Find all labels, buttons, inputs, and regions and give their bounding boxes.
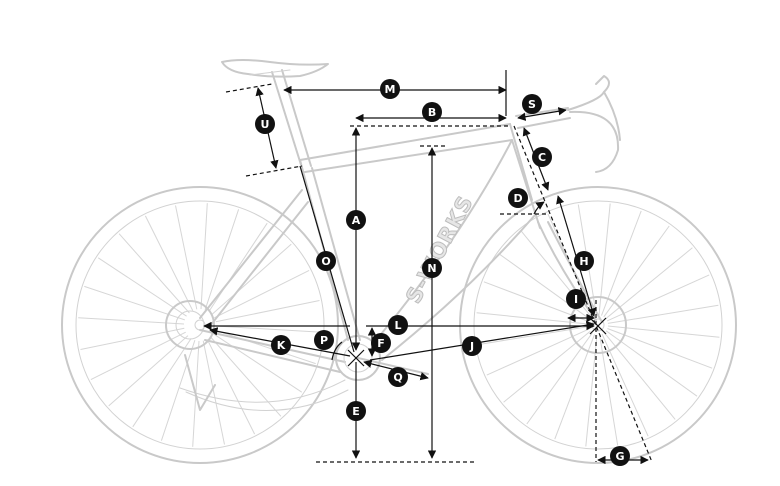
- svg-text:D: D: [513, 192, 522, 205]
- wheel-spoke: [603, 225, 670, 318]
- label-N: N: [422, 258, 442, 278]
- label-E: E: [346, 401, 366, 421]
- bike-drawing: S-WORKS: [61, 59, 737, 464]
- label-C: C: [532, 147, 552, 167]
- wheel-spoke: [526, 332, 593, 425]
- brake-hood: [567, 75, 610, 111]
- wheel-spoke: [213, 333, 303, 393]
- label-K: K: [271, 335, 291, 355]
- front-disc-rotor: [569, 296, 627, 354]
- wheel-spoke: [206, 339, 256, 435]
- wheel-spoke: [204, 209, 240, 310]
- svg-text:M: M: [385, 83, 396, 96]
- wheel-spoke: [160, 340, 196, 441]
- wheel-spoke: [603, 332, 676, 420]
- cockpit: [515, 75, 621, 173]
- label-J: J: [462, 336, 482, 356]
- wheel-spoke: [175, 205, 198, 310]
- wheel-spoke: [215, 329, 316, 365]
- saddle: [221, 59, 329, 78]
- svg-text:H: H: [579, 255, 588, 268]
- wheel-spoke: [78, 317, 185, 325]
- svg-text:U: U: [261, 118, 270, 131]
- wheel-spoke: [202, 340, 225, 445]
- svg-text:N: N: [427, 262, 436, 275]
- label-Q: Q: [388, 367, 408, 387]
- label-F: F: [371, 333, 391, 353]
- wheel-spoke: [90, 331, 186, 381]
- svg-text:B: B: [428, 106, 436, 119]
- wheel-spoke: [97, 257, 187, 317]
- wheel-spoke: [208, 222, 268, 312]
- label-O: O: [316, 251, 336, 271]
- wheel-spoke: [210, 336, 282, 417]
- svg-text:L: L: [394, 319, 401, 332]
- rear-derailleur: [184, 354, 216, 411]
- wheel-spoke: [605, 330, 698, 397]
- svg-text:Q: Q: [393, 371, 402, 384]
- wheel-spoke: [214, 269, 310, 319]
- wheel-spoke: [215, 325, 322, 333]
- label-G: G: [610, 446, 630, 466]
- svg-text:A: A: [352, 214, 361, 227]
- svg-text:G: G: [615, 450, 624, 463]
- svg-text:C: C: [538, 151, 546, 164]
- wheel-spoke: [132, 338, 192, 428]
- svg-text:S: S: [528, 98, 536, 111]
- wheel-spoke: [144, 215, 194, 311]
- wheel-spoke: [601, 333, 649, 437]
- label-I: I: [566, 289, 586, 309]
- wheel-spoke: [108, 335, 189, 407]
- label-B: B: [422, 102, 442, 122]
- front-wheel: [459, 186, 737, 464]
- handlebar-drop: [569, 110, 620, 173]
- rear-wheel: [61, 186, 339, 464]
- svg-text:I: I: [574, 293, 578, 306]
- wheel-spoke: [211, 243, 292, 315]
- svg-text:P: P: [320, 334, 328, 347]
- label-D: D: [508, 188, 528, 208]
- svg-text:F: F: [377, 337, 385, 350]
- frame-brand-text: S-WORKS: [401, 191, 478, 307]
- wheel-spoke: [80, 327, 185, 350]
- wheel-spoke: [486, 328, 590, 376]
- svg-text:E: E: [352, 405, 360, 418]
- saddle-assembly: [221, 59, 329, 169]
- wheel-spoke: [118, 233, 190, 314]
- svg-text:J: J: [469, 340, 474, 353]
- label-P: P: [314, 330, 334, 350]
- label-S: S: [522, 94, 542, 114]
- label-M: M: [380, 79, 400, 99]
- svg-text:K: K: [277, 339, 286, 352]
- label-A: A: [346, 210, 366, 230]
- wheel-spoke: [606, 274, 710, 322]
- svg-text:O: O: [321, 255, 330, 268]
- wheel-spoke: [200, 203, 208, 310]
- label-L: L: [388, 315, 408, 335]
- rear-cassette: [165, 300, 215, 350]
- wheel-spoke: [215, 300, 320, 323]
- wheel-spoke: [503, 330, 591, 403]
- wheel-spoke: [605, 247, 693, 320]
- label-U: U: [255, 114, 275, 134]
- label-H: H: [574, 251, 594, 271]
